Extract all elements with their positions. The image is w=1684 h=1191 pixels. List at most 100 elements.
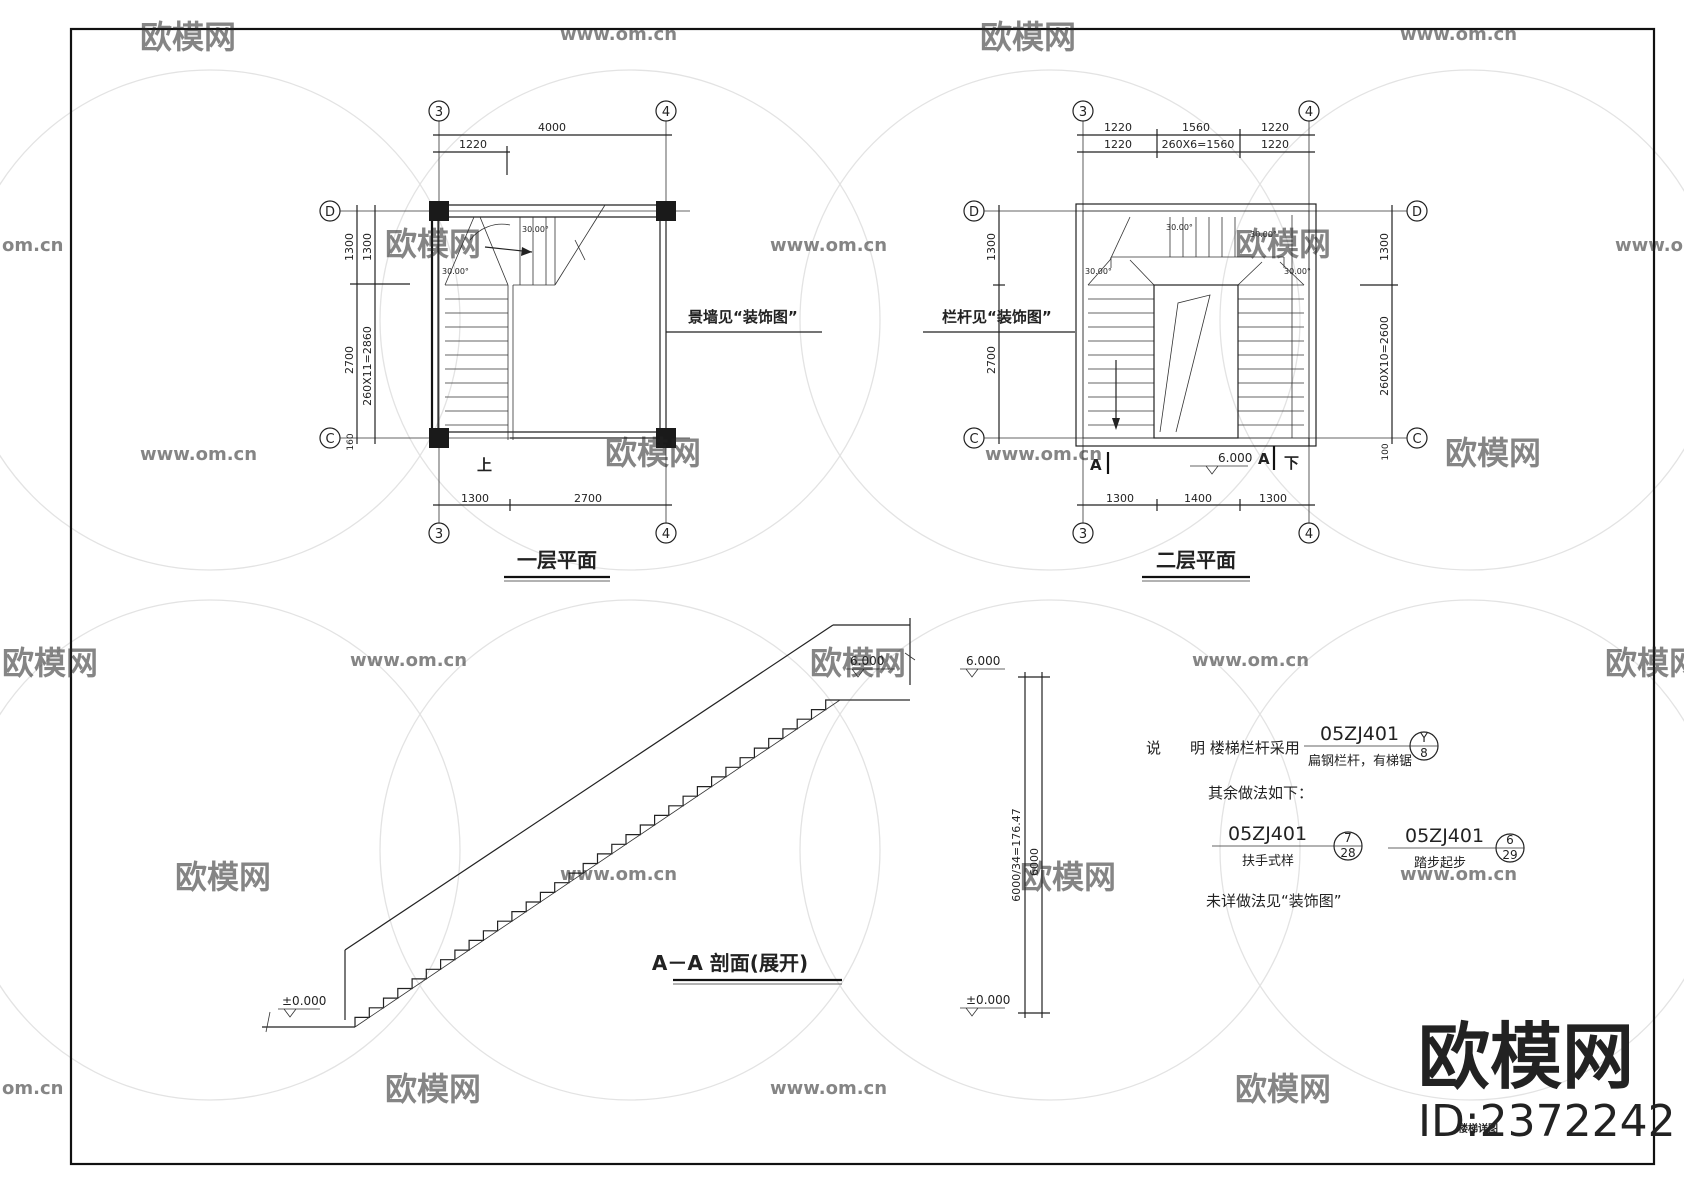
dim-text: 1400 [1184, 492, 1212, 505]
notes-line3: 未详做法见“装饰图” [1206, 892, 1342, 910]
elev-top-scale: 6.000 [966, 654, 1000, 668]
watermark-brand: 欧模网 [385, 225, 481, 263]
dim-text: 1300 [343, 233, 356, 261]
dim-text: 1220 [1261, 121, 1289, 134]
stair-steps [354, 699, 910, 1027]
dim-text: 1220 [1261, 138, 1289, 151]
stairwell [1153, 284, 1239, 439]
watermark-brand: 欧模网 [175, 858, 271, 896]
elev-top: 6.000 [850, 654, 884, 668]
section-mark-left: A [1090, 456, 1102, 474]
sheet-frame [69, 27, 1656, 1166]
axis-label: 4 [662, 527, 670, 542]
ref1-top: Y [1419, 731, 1428, 745]
watermark-url: om.cn [2, 1078, 63, 1099]
dim-text: 1220 [1104, 138, 1132, 151]
stair-right-flight [1237, 261, 1305, 438]
watermark-url: www.om.cn [985, 444, 1102, 465]
ref3-code: 05ZJ401 [1405, 825, 1484, 847]
ref3-sub: 踏步起步 [1414, 856, 1466, 871]
axis-label: 3 [1079, 527, 1087, 542]
ref3-top: 6 [1506, 833, 1514, 847]
axis-label: C [969, 432, 978, 447]
axis-label: D [969, 205, 979, 220]
dim-text: 1300 [985, 233, 998, 261]
column [429, 201, 449, 221]
axis-label: 4 [1305, 527, 1313, 542]
elev-bottom: ±0.000 [282, 994, 326, 1008]
stair-top-flight [1110, 217, 1285, 268]
axis-label: 4 [1305, 105, 1313, 120]
axis-label: 3 [1079, 105, 1087, 120]
section-mark-right: A [1258, 450, 1270, 468]
watermark-brand: 欧模网 [810, 644, 906, 682]
watermark-url: www.om.cn [1192, 650, 1309, 671]
watermark-brand: 欧模网 [605, 434, 701, 472]
axis-label: C [325, 432, 334, 447]
section-a-a: ±0.000 6.000 6.000 ±0.000 6000/34=176.47… [262, 618, 1050, 1033]
dim-text: 1300 [1106, 492, 1134, 505]
notes-line2: 其余做法如下： [1208, 784, 1313, 802]
ref2-code: 05ZJ401 [1228, 823, 1307, 845]
axis-label: C [1412, 432, 1421, 447]
down-label: 下 [1284, 454, 1299, 472]
watermark-url: www.om.cn [560, 24, 677, 45]
watermark-url: www.om.cn [350, 650, 467, 671]
angle-label: 30.00° [1085, 267, 1112, 276]
dim-text: 1300 [1259, 492, 1287, 505]
axis-label: D [325, 205, 335, 220]
dim-text: 4000 [538, 121, 566, 134]
dim-total: 6000 [1028, 848, 1041, 876]
dim-text: 260X11=2860 [361, 326, 374, 406]
small-title: 楼梯详图 [1458, 1122, 1498, 1135]
watermark-brand: 欧模网 [140, 18, 236, 56]
dim-text: 1220 [459, 138, 487, 151]
dim-text: 2700 [343, 346, 356, 374]
watermark-url: www.om.cn [560, 864, 677, 885]
watermark-url: www.om.cn [1400, 864, 1517, 885]
watermark-big-brand: 欧模网 [1418, 1015, 1634, 1099]
angle-label: 30.00° [522, 225, 549, 234]
watermark-url: www.om.cn [1615, 235, 1684, 256]
axis-label: 4 [662, 105, 670, 120]
plan2-title: 二层平面 [1156, 548, 1236, 572]
dim-text: 2700 [574, 492, 602, 505]
dim-steps: 6000/34=176.47 [1010, 808, 1023, 901]
watermark-brand: 欧模网 [1235, 1070, 1331, 1108]
column [656, 428, 676, 448]
ref3-bottom: 29 [1502, 848, 1517, 862]
watermark-brand: 欧模网 [2, 644, 98, 682]
dim-text: 260X6=1560 [1162, 138, 1235, 151]
column [429, 428, 449, 448]
ref1-sub: 扁钢栏杆，有梯锯 [1308, 754, 1412, 769]
watermark-brand: 欧模网 [980, 18, 1076, 56]
ref1-bottom: 8 [1420, 746, 1428, 760]
plan1-title: 一层平面 [517, 548, 597, 572]
elev-bottom-scale: ±0.000 [966, 993, 1010, 1007]
up-label: 上 [477, 456, 492, 474]
axis-label: 3 [435, 105, 443, 120]
stair-flight [444, 204, 606, 440]
watermark-url: om.cn [2, 235, 63, 256]
wall-note: 景墙见“装饰图” [688, 308, 798, 326]
rail-note: 栏杆见“装饰图” [942, 308, 1052, 326]
dim-text: 160 [346, 433, 356, 450]
axis-label: 3 [435, 527, 443, 542]
angle-label: 30.00° [1250, 230, 1277, 239]
dim-text: 1300 [1378, 233, 1391, 261]
watermark-brand: 欧模网 [1020, 858, 1116, 896]
watermark-id: ID:2372242 [1418, 1096, 1676, 1147]
watermark-brand: 欧模网 [1445, 434, 1541, 472]
notes-block: 说 明 楼梯栏杆采用 05ZJ401 Y 8 扁钢栏杆，有梯锯 其余做法如下： … [1146, 723, 1525, 910]
watermark-brand: 欧模网 [385, 1070, 481, 1108]
ref2-bottom: 28 [1340, 846, 1355, 860]
dim-text: 1560 [1182, 121, 1210, 134]
ref2-top: 7 [1344, 831, 1352, 845]
angle-label: 30.00° [442, 267, 469, 276]
watermark-brand: 欧模网 [1235, 225, 1331, 263]
dim-text: 2700 [985, 346, 998, 374]
ref1-code: 05ZJ401 [1320, 723, 1399, 745]
angle-label: 30.00° [1284, 267, 1311, 276]
section-title: A－A 剖面(展开) [652, 951, 808, 975]
column [656, 201, 676, 221]
